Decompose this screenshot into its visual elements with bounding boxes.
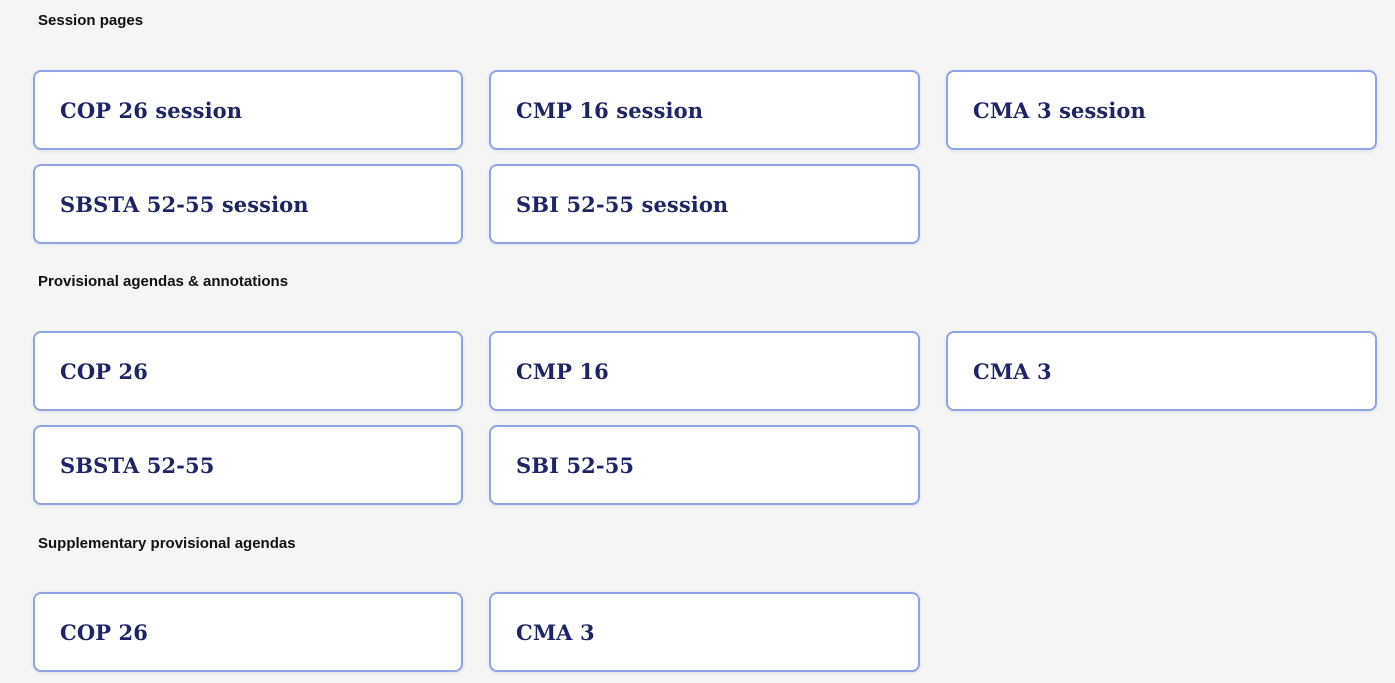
card-label: SBSTA 52-55 session [60, 191, 309, 217]
card-label: SBI 52-55 session [516, 191, 729, 217]
card-cop26-agenda[interactable]: COP 26 [33, 331, 463, 411]
card-label: CMA 3 [973, 358, 1052, 384]
card-cmp16-agenda[interactable]: CMP 16 [489, 331, 920, 411]
section-heading-supplementary-agendas: Supplementary provisional agendas [38, 535, 296, 552]
card-sbi-session[interactable]: SBI 52-55 session [489, 164, 920, 244]
supplementary-agendas-grid: COP 26 CMA 3 [33, 592, 1376, 672]
provisional-agendas-grid: COP 26 CMP 16 CMA 3 SBSTA 52-55 SBI 52-5… [33, 331, 1377, 505]
card-cma3-supplementary[interactable]: CMA 3 [489, 592, 920, 672]
card-label: SBSTA 52-55 [60, 452, 215, 478]
card-cma3-session[interactable]: CMA 3 session [946, 70, 1377, 150]
card-cma3-agenda[interactable]: CMA 3 [946, 331, 1377, 411]
card-sbi-agenda[interactable]: SBI 52-55 [489, 425, 920, 505]
card-label: CMP 16 [516, 358, 609, 384]
card-label: COP 26 [60, 358, 148, 384]
card-cop26-session[interactable]: COP 26 session [33, 70, 463, 150]
card-label: COP 26 [60, 619, 148, 645]
section-heading-provisional-agendas: Provisional agendas & annotations [38, 273, 289, 290]
card-label: CMA 3 session [973, 97, 1146, 123]
card-label: SBI 52-55 [516, 452, 635, 478]
card-cmp16-session[interactable]: CMP 16 session [489, 70, 920, 150]
card-label: COP 26 session [60, 97, 243, 123]
card-cop26-supplementary[interactable]: COP 26 [33, 592, 463, 672]
card-sbsta-agenda[interactable]: SBSTA 52-55 [33, 425, 463, 505]
card-label: CMA 3 [516, 619, 595, 645]
card-sbsta-session[interactable]: SBSTA 52-55 session [33, 164, 463, 244]
section-heading-session-pages: Session pages [38, 12, 144, 29]
card-label: CMP 16 session [516, 97, 704, 123]
session-pages-grid: COP 26 session CMP 16 session CMA 3 sess… [33, 70, 1377, 244]
